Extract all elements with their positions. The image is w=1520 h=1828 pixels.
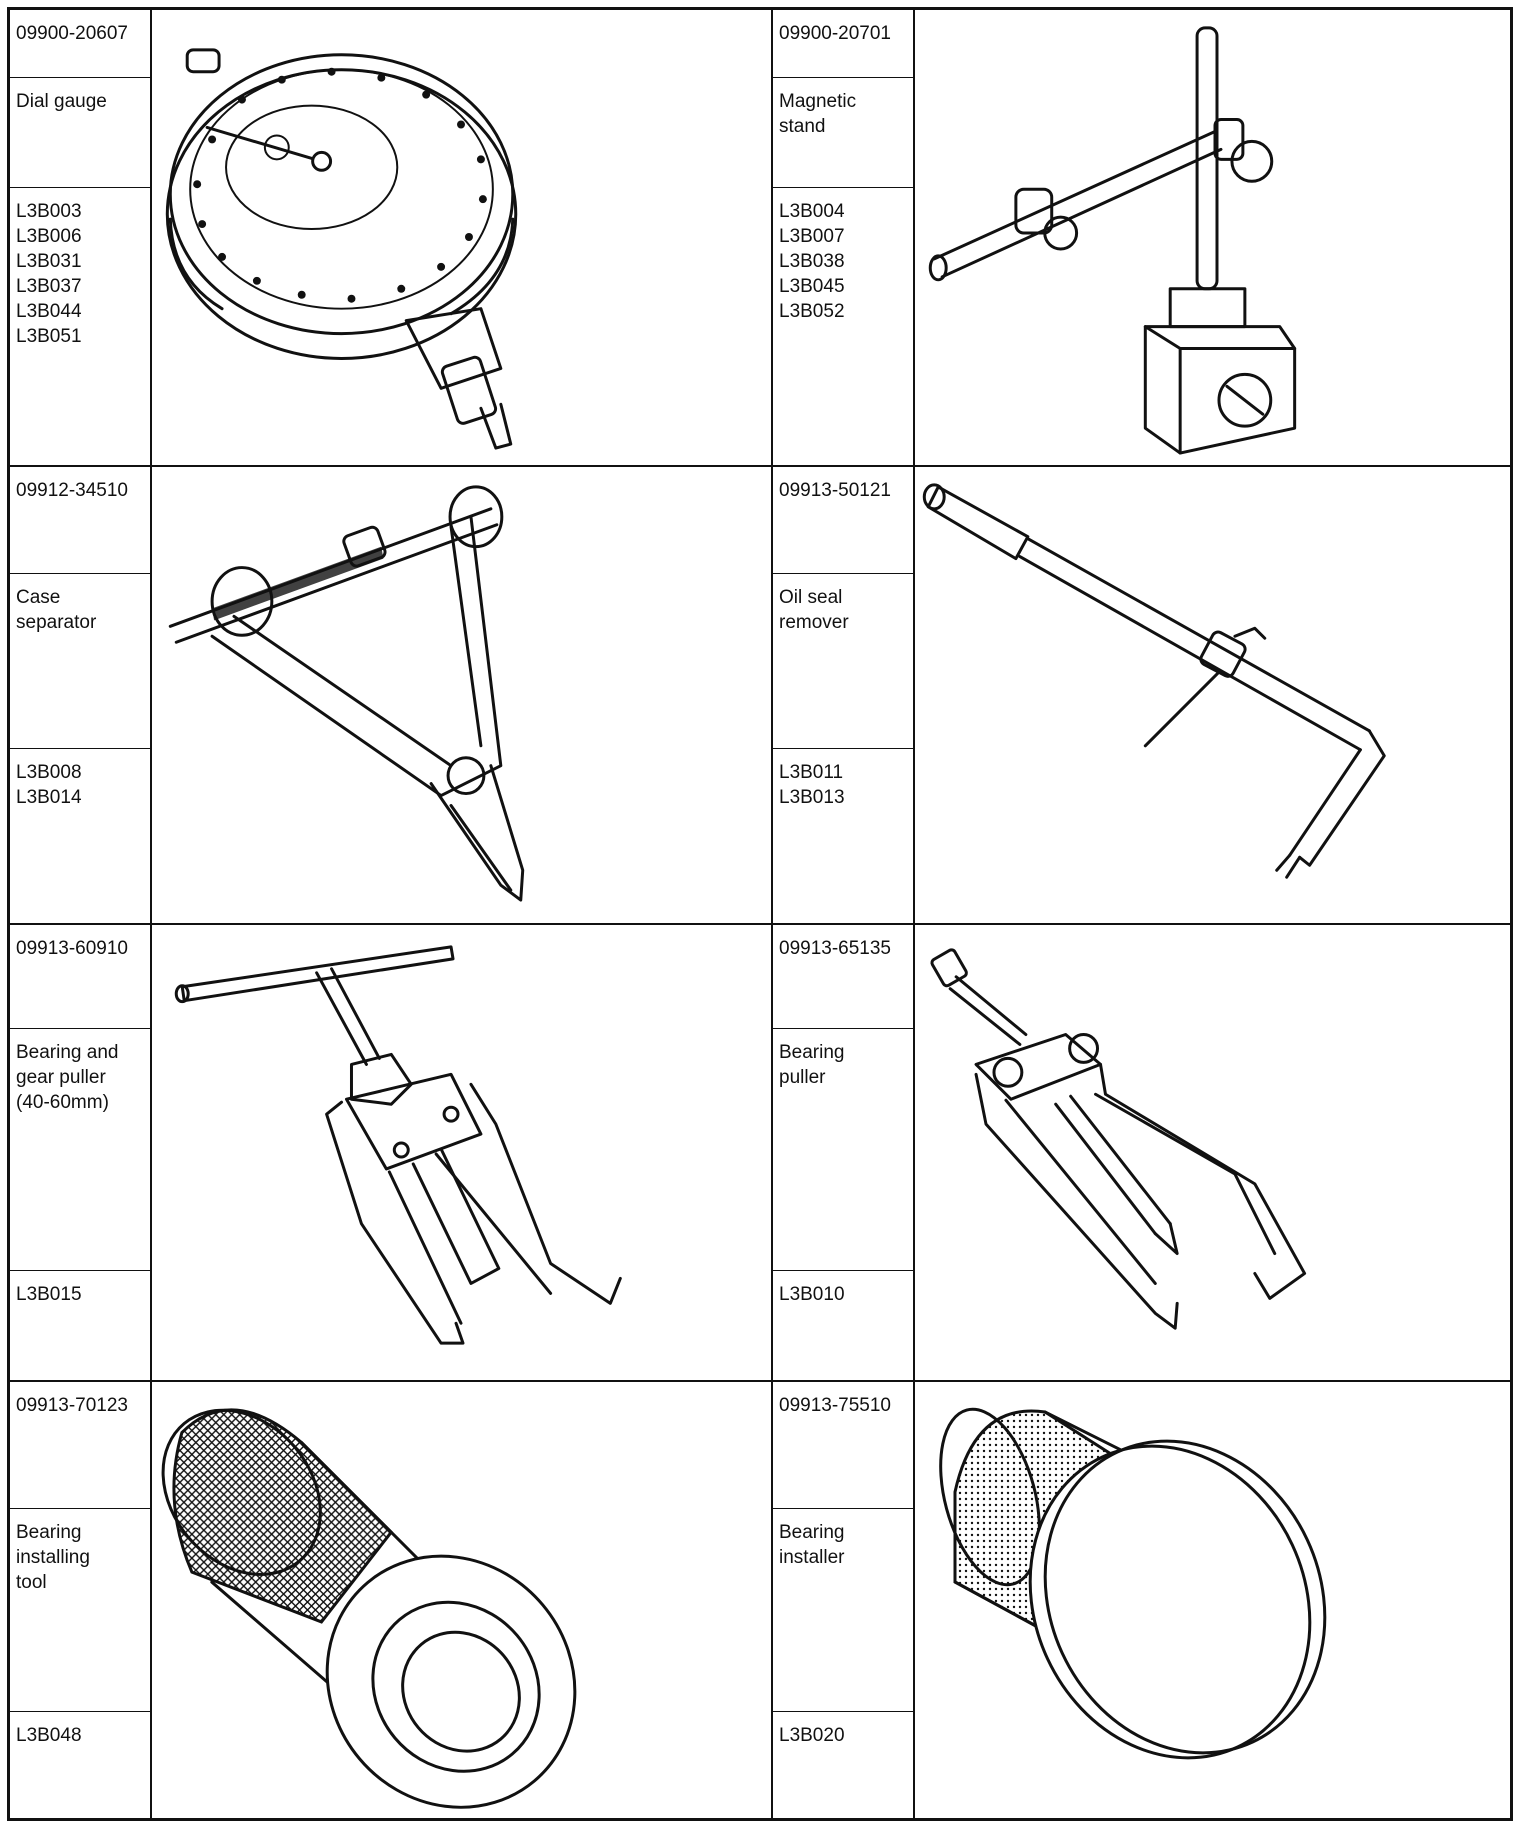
tool-cell: 09900-20607 Dial gauge L3B003 L3B006 L3B… (10, 10, 773, 465)
bearing-puller-drawing (915, 925, 1516, 1380)
bearing-installer-drawing (915, 1382, 1516, 1818)
figure-references: L3B003 L3B006 L3B031 L3B037 L3B044 L3B05… (10, 188, 150, 349)
dial-gauge-drawing (152, 10, 773, 465)
tool-row: 09900-20607 Dial gauge L3B003 L3B006 L3B… (10, 10, 1510, 467)
figure-references: L3B020 (773, 1712, 913, 1748)
part-number: 09913-50121 (773, 467, 913, 574)
figure-references: L3B015 (10, 1271, 150, 1307)
figure-references: L3B010 (773, 1271, 913, 1307)
figure-references: L3B008 L3B014 (10, 749, 150, 810)
part-number: 09912-34510 (10, 467, 150, 574)
figure-reference: L3B051 (16, 326, 82, 347)
figure-reference: L3B010 (779, 1284, 845, 1305)
figure-reference: L3B031 (16, 251, 82, 272)
bearing-installing-tool-drawing (152, 1382, 773, 1818)
figure-reference: L3B013 (779, 787, 845, 808)
bearing-gear-puller-drawing (152, 925, 773, 1380)
magnetic-stand-drawing (915, 10, 1516, 465)
figure-reference: L3B011 (779, 762, 844, 783)
figure-reference: L3B004 (779, 201, 845, 222)
figure-reference: L3B007 (779, 226, 845, 247)
figure-reference: L3B038 (779, 251, 845, 272)
part-number: 09900-20607 (10, 10, 150, 78)
figure-reference: L3B037 (16, 276, 82, 297)
tool-name: Dial gauge (10, 78, 150, 188)
figure-reference: L3B006 (16, 226, 82, 247)
figure-reference: L3B008 (16, 762, 82, 783)
figure-reference: L3B015 (16, 1284, 82, 1305)
case-separator-drawing (152, 467, 773, 923)
oil-seal-remover-drawing (915, 467, 1516, 923)
part-number: 09913-60910 (10, 925, 150, 1029)
part-number: 09913-75510 (773, 1382, 913, 1509)
figure-reference: L3B048 (16, 1725, 82, 1746)
figure-reference: L3B045 (779, 276, 845, 297)
figure-reference: L3B020 (779, 1725, 845, 1746)
part-number: 09900-20701 (773, 10, 913, 78)
figure-references: L3B011 L3B013 (773, 749, 913, 810)
figure-references: L3B004 L3B007 L3B038 L3B045 L3B052 (773, 188, 913, 324)
figure-reference: L3B014 (16, 787, 82, 808)
figure-reference: L3B003 (16, 201, 82, 222)
special-tool-table: 09900-20607 Dial gauge L3B003 L3B006 L3B… (7, 7, 1513, 1821)
figure-references: L3B048 (10, 1712, 150, 1748)
figure-reference: L3B052 (779, 301, 845, 322)
part-number: 09913-65135 (773, 925, 913, 1029)
figure-reference: L3B044 (16, 301, 82, 322)
part-number: 09913-70123 (10, 1382, 150, 1509)
tool-info: 09900-20607 Dial gauge L3B003 L3B006 L3B… (10, 10, 152, 465)
